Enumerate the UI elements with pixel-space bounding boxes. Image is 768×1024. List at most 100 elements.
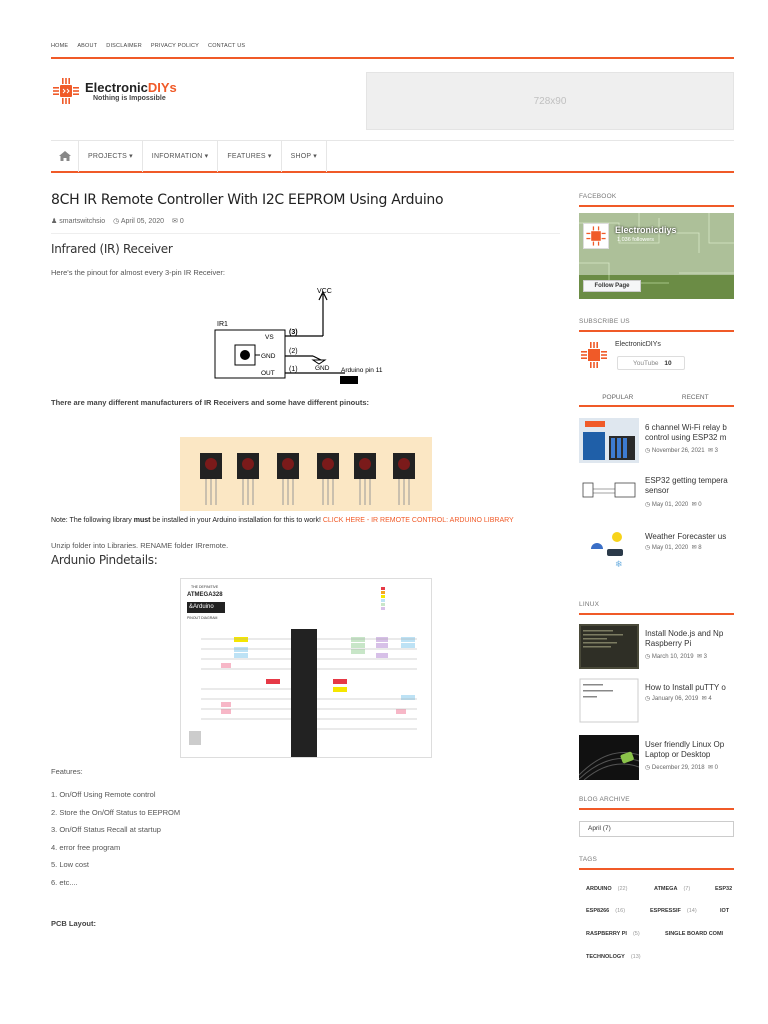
subscribe-heading: SUBSCRIBE US	[579, 318, 734, 332]
archive-select[interactable]: April (7)	[579, 821, 734, 837]
post-thumbnail: ❄	[579, 527, 639, 572]
list-item: 3. On/Off Status Recall at startup	[51, 825, 161, 834]
post-meta: ◷ January 06, 2019 ✉ 4	[645, 696, 712, 702]
post-thumbnail	[579, 471, 639, 516]
tag-arduino[interactable]: ARDUINO(22)	[586, 886, 628, 892]
list-item: 4. error free program	[51, 842, 121, 852]
tag-technology[interactable]: TECHNOLOGY(13)	[586, 954, 641, 960]
tag-espressif[interactable]: ESPRESSIF(14)	[650, 908, 697, 914]
atmega-pinout-image: THE DEFINITIVE ATMEGA328 &Arduino PINOUT…	[180, 578, 432, 758]
linux-heading: LINUX	[579, 601, 734, 615]
fb-page-avatar	[583, 223, 609, 249]
nav-information[interactable]: INFORMATION ▾	[143, 140, 219, 172]
tag-raspberry-pi[interactable]: RASPBERRY PI(5)	[586, 931, 640, 937]
nav-projects[interactable]: PROJECTS ▾	[79, 140, 143, 172]
linux-post-3[interactable]: User friendly Linux Op Laptop or Desktop…	[579, 735, 734, 780]
comment-count[interactable]: ✉ 0	[172, 218, 184, 225]
post-title-line[interactable]: Laptop or Desktop	[645, 750, 711, 759]
list-item: 6. etc....	[51, 877, 78, 887]
header-divider	[51, 57, 734, 59]
linux-post-2[interactable]: How to Install puTTY o ◷ January 06, 201…	[579, 678, 734, 723]
youtube-channel-icon[interactable]	[579, 340, 609, 370]
list-item: 1. On/Off Using Remote control	[51, 790, 156, 799]
gnd-label: GND	[315, 365, 330, 372]
top-nav-privacy[interactable]: PRIVACY POLICY	[150, 43, 200, 49]
arduino-pin-label: Arduino pin 11	[341, 367, 383, 374]
archive-heading: BLOG ARCHIVE	[579, 796, 734, 810]
post-title-line[interactable]: Weather Forecaster us	[645, 532, 727, 541]
vcc-label: VCC	[317, 288, 332, 295]
pin3-label: (3)	[289, 329, 298, 336]
list-item: 5. Low cost	[51, 860, 89, 869]
post-meta: ◷ May 01, 2020 ✉ 0	[645, 502, 702, 508]
section-heading-pins: Ardunio Pindetails:	[51, 553, 158, 567]
chip-logo-icon	[51, 76, 81, 106]
unzip-text: Unzip folder into Libraries. RENAME fold…	[51, 541, 229, 550]
library-note: Note: The following library must be inst…	[51, 517, 514, 524]
tag-esp32[interactable]: ESP32	[715, 886, 733, 892]
tags-heading: TAGS	[579, 856, 734, 870]
facebook-widget[interactable]: Electronicdiys 1,036 followers Follow Pa…	[579, 213, 734, 299]
post-meta: ◷ March 10, 2019 ✉ 3	[645, 654, 707, 660]
follow-page-button[interactable]: Follow Page	[583, 280, 641, 292]
tag-single-board-computer[interactable]: SINGLE BOARD COMI	[665, 931, 724, 937]
nav-shop[interactable]: SHOP ▾	[282, 140, 327, 172]
youtube-subscribe-button[interactable]: YouTube 10	[617, 356, 685, 370]
features-list: 1. On/Off Using Remote control 2. Store …	[51, 790, 180, 895]
post-meta: ◷ November 26, 2021 ✉ 3	[645, 448, 718, 454]
popular-post-3[interactable]: ❄ Weather Forecaster us ◷ May 01, 2020 ✉…	[579, 527, 734, 572]
features-label: Features:	[51, 767, 83, 776]
tag-atmega[interactable]: ATMEGA(7)	[654, 886, 691, 892]
linux-post-1[interactable]: Install Node.js and Np Raspberry Pi ◷ Ma…	[579, 624, 734, 669]
svg-text:❄: ❄	[615, 559, 623, 569]
fb-page-name[interactable]: Electronicdiys	[615, 225, 677, 235]
yt-sub-count: 10	[664, 360, 672, 367]
site-logo[interactable]: ElectronicDIYs Nothing is Impossible	[51, 76, 177, 106]
top-nav-contact[interactable]: CONTACT US	[208, 43, 246, 49]
clock-icon: ◷	[113, 218, 120, 225]
user-icon: ♟	[51, 218, 58, 225]
logo-title: ElectronicDIYs	[85, 80, 177, 95]
post-title-line[interactable]: control using ESP32 m	[645, 433, 727, 442]
post-title-line[interactable]: sensor	[645, 486, 670, 495]
home-icon[interactable]	[51, 140, 79, 172]
post-thumbnail	[579, 678, 639, 723]
ad-size-label: 728x90	[533, 95, 567, 107]
popular-post-2[interactable]: ESP32 getting tempera sensor ◷ May 01, 2…	[579, 471, 734, 516]
post-title-line[interactable]: 6 channel Wi-Fi relay b	[645, 423, 727, 432]
tag-iot[interactable]: IOT	[720, 908, 730, 914]
gnd-pin-label: GND	[261, 353, 276, 360]
pinout-text: Here's the pinout for almost every 3-pin…	[51, 268, 226, 277]
nav-features[interactable]: FEATURES ▾	[218, 140, 282, 172]
author[interactable]: ♟ smartswitchsio	[51, 218, 106, 225]
ir-label: IR1	[217, 321, 228, 328]
yt-channel-name[interactable]: ElectronicDIYs	[615, 341, 661, 348]
fb-followers: 1,036 followers	[617, 237, 654, 243]
library-link[interactable]: CLICK HERE - IR REMOTE CONTROL: ARDUINO …	[322, 517, 514, 524]
section-heading-ir: Infrared (IR) Receiver	[51, 242, 173, 256]
top-nav-disclaimer[interactable]: DISCLAIMER	[106, 43, 142, 49]
tab-popular[interactable]: POPULAR	[602, 394, 634, 401]
post-title-line[interactable]: User friendly Linux Op	[645, 740, 725, 749]
popular-recent-tabs: POPULAR RECENT	[579, 391, 734, 407]
top-nav-home[interactable]: HOME	[51, 43, 69, 49]
out-label: OUT	[261, 370, 275, 377]
post-title: 8CH IR Remote Controller With I2C EEPROM…	[51, 192, 444, 208]
post-title-line[interactable]: ESP32 getting tempera	[645, 476, 728, 485]
main-nav: PROJECTS ▾ INFORMATION ▾ FEATURES ▾ SHOP…	[51, 140, 734, 173]
comment-icon: ✉	[172, 218, 178, 225]
ir-receivers-image	[180, 437, 432, 511]
tag-esp8266[interactable]: ESP8266(16)	[586, 908, 626, 914]
top-nav-about[interactable]: ABOUT	[77, 43, 98, 49]
post-title-line[interactable]: Raspberry Pi	[645, 639, 692, 648]
vs-label: VS	[265, 334, 274, 341]
post-thumbnail	[579, 418, 639, 463]
pin2-label: (2)	[289, 348, 298, 355]
post-title-line[interactable]: How to Install puTTY o	[645, 683, 726, 692]
tab-recent[interactable]: RECENT	[681, 394, 709, 401]
list-item: 2. Store the On/Off Status to EEPROM	[51, 807, 181, 817]
post-title-line[interactable]: Install Node.js and Np	[645, 629, 724, 638]
post-thumbnail	[579, 735, 639, 780]
popular-post-1[interactable]: 6 channel Wi-Fi relay b control using ES…	[579, 418, 734, 463]
ad-banner[interactable]: 728x90	[366, 72, 734, 130]
